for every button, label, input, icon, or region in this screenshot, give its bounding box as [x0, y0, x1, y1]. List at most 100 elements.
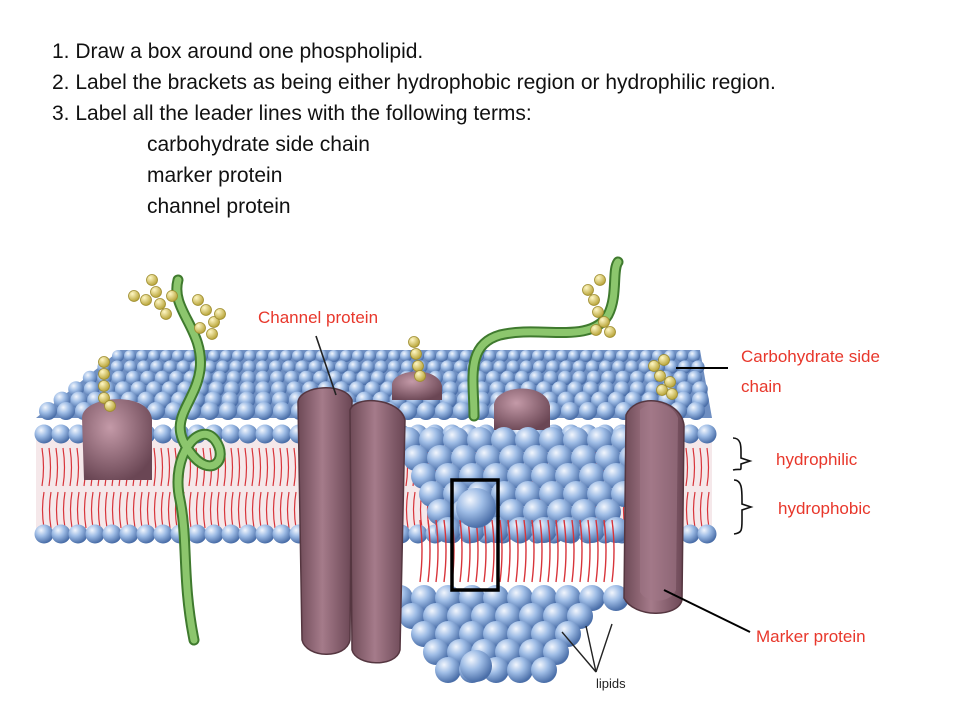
lipid-head — [255, 424, 275, 444]
lipid-head — [280, 350, 292, 362]
lipid-head — [201, 402, 219, 420]
lipid-head — [442, 370, 458, 386]
lipid-head — [580, 350, 592, 362]
lipid-tail — [692, 447, 696, 487]
lipid-head — [282, 360, 296, 374]
lipid-tail — [118, 491, 122, 529]
lipid-head — [238, 424, 258, 444]
lipid-head — [295, 360, 309, 374]
lipid-head — [163, 360, 177, 374]
cutaway-tail — [531, 519, 535, 583]
lipid-head — [556, 350, 568, 362]
lipid-head — [136, 350, 148, 362]
lipid-head — [238, 524, 258, 544]
cutaway-tail — [563, 519, 567, 583]
lipid-tail — [48, 447, 52, 487]
cutaway-tail — [459, 519, 463, 583]
sugar-bead — [590, 324, 602, 336]
lipid-tail — [48, 491, 52, 529]
sugar-bead — [154, 298, 166, 310]
cutaway-tail — [587, 519, 591, 583]
lipid-head — [506, 360, 520, 374]
cutaway-tail — [443, 519, 447, 583]
lipid-head — [493, 360, 507, 374]
lipid-head — [51, 524, 71, 544]
lipid-head — [508, 350, 520, 362]
lipid-head — [529, 370, 544, 386]
boxed-phospholipid-head — [456, 488, 496, 528]
lipid-head — [546, 360, 560, 374]
sugar-bead — [140, 294, 152, 306]
lipid-head — [150, 360, 164, 374]
hydrophilic-label: hydrophilic — [776, 450, 858, 469]
lipid-head — [292, 350, 304, 362]
lipid-tail — [62, 491, 66, 529]
lipid-head — [216, 360, 230, 374]
lipid-head — [328, 350, 340, 362]
lipid-head — [376, 350, 388, 362]
marker-protein-label: Marker protein — [756, 627, 866, 646]
cutaway-head — [507, 517, 533, 543]
lipid-tail — [41, 447, 45, 487]
lipid-head — [604, 350, 616, 362]
cutaway-head — [435, 517, 461, 543]
sugar-bead — [648, 360, 660, 372]
cutaway-head — [435, 657, 461, 683]
sugar-bead — [410, 348, 422, 360]
lipid-tail — [412, 491, 416, 529]
lipid-head — [140, 370, 155, 386]
lipid-tail — [258, 447, 262, 487]
cutaway-tail — [507, 519, 511, 583]
cutaway-head — [531, 657, 557, 683]
lipid-head — [204, 524, 224, 544]
marker-protein-leader — [663, 589, 751, 633]
sugar-bead — [98, 380, 110, 392]
sugar-bead — [604, 326, 616, 338]
lipid-head — [184, 350, 196, 362]
lipid-head — [599, 360, 613, 374]
sugar-bead — [582, 284, 594, 296]
lipid-head — [616, 350, 628, 362]
marker-protein-highlight — [640, 403, 678, 601]
lipid-head — [137, 360, 151, 374]
lipid-tail — [83, 491, 87, 529]
lipid-tail — [55, 447, 59, 487]
lipid-head — [427, 360, 441, 374]
channel-protein-left-half — [297, 387, 353, 655]
lipids-label: lipids — [596, 676, 626, 691]
lipid-head — [241, 370, 256, 386]
lipid-head — [440, 360, 454, 374]
term-channel: channel protein — [147, 195, 291, 218]
lipid-head — [453, 402, 471, 420]
lipids-leader-2 — [585, 625, 597, 673]
left-peripheral-protein — [82, 399, 152, 480]
lipid-head — [480, 360, 494, 374]
sugar-bead — [98, 392, 110, 404]
lipid-head — [460, 350, 472, 362]
lipid-head — [136, 524, 156, 544]
lipid-head — [272, 424, 292, 444]
lipid-head — [687, 402, 705, 420]
lipid-head — [255, 402, 273, 420]
sugar-bead — [658, 354, 670, 366]
sugar-bead — [98, 356, 110, 368]
lipid-head — [628, 350, 640, 362]
instruction-1: 1. Draw a box around one phospholipid. — [52, 40, 424, 63]
lipid-head — [123, 360, 137, 374]
lipid-head — [401, 360, 415, 374]
lipid-head — [34, 524, 54, 544]
sugar-bead — [206, 328, 218, 340]
lipid-head — [242, 360, 256, 374]
cutaway-tail — [435, 519, 439, 583]
lipid-head — [592, 350, 604, 362]
lipid-tail — [272, 447, 276, 487]
lipid-tail — [153, 491, 157, 529]
lipid-tail — [195, 447, 199, 487]
lipid-tail — [237, 447, 241, 487]
cutaway-lipid-block — [387, 427, 645, 683]
sugar-bead — [150, 286, 162, 298]
sugar-bead — [414, 370, 426, 382]
lipid-head — [697, 424, 717, 444]
cutaway-tail — [603, 519, 607, 583]
